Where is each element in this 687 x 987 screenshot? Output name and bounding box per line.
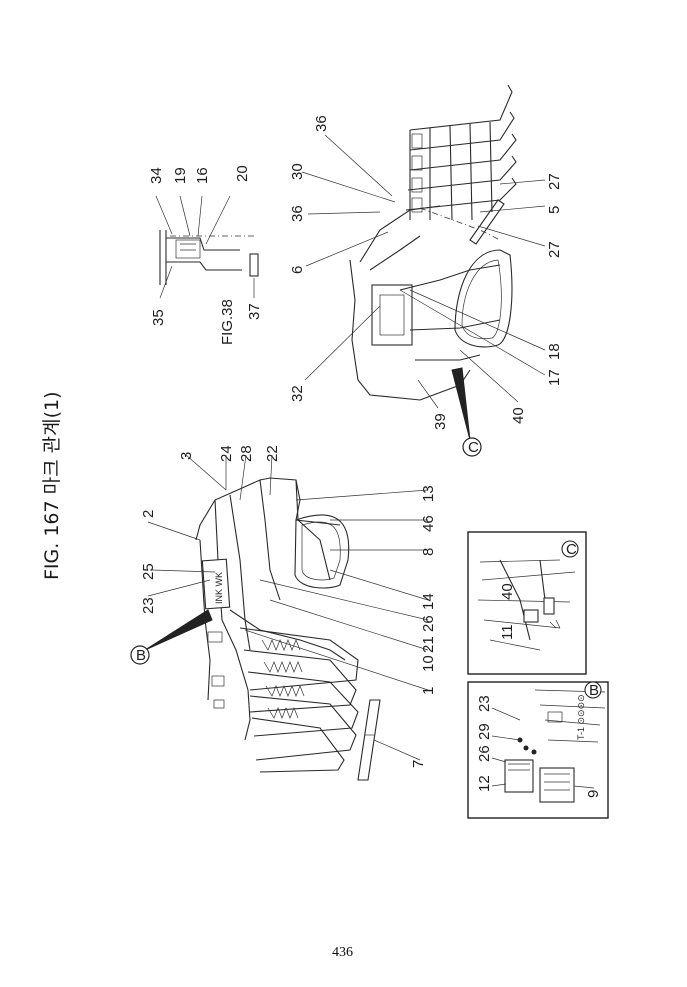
callout-19: 19 [172,167,189,184]
callout-32: 32 [289,385,306,402]
detail-c-callout-40: 40 [499,583,516,600]
detail-c-letter: C [566,541,577,558]
callout-21: 21 [420,636,437,653]
fig38-detail: 34 19 16 20 35 FIG.38 37 [148,165,263,345]
callout-17: 17 [546,369,563,386]
callout-20: 20 [234,165,251,182]
callout-27-top: 27 [546,173,563,190]
callout-13: 13 [420,485,437,502]
callout-39: 39 [432,413,449,430]
callout-36-mid: 36 [289,205,306,222]
right-leader-lines [301,134,546,409]
plate-label: INK WK [214,572,224,604]
detail-c-box: C 40 11 [467,531,587,675]
fig38-caption: FIG.38 [219,299,236,345]
page-number: 436 [332,945,353,960]
callout-26: 26 [420,615,437,632]
detail-c-callout-11: 11 [499,624,516,640]
callout-10: 10 [420,655,437,672]
detail-b-callout-12: 12 [476,775,493,792]
callout-28: 28 [238,445,255,462]
detail-b-callout-9: 9 [585,790,602,798]
callout-7: 7 [410,760,427,768]
callout-2: 2 [140,510,157,518]
detail-b-callout-29: 29 [476,723,493,740]
right-part-labels: 36 30 36 6 27 5 27 18 17 32 39 40 [289,115,563,430]
callout-18: 18 [546,343,563,360]
callout-24: 24 [218,445,235,462]
callout-36-top: 36 [313,115,330,132]
callout-1: 1 [420,687,437,695]
left-leader-lines [147,454,429,761]
callout-40: 40 [510,407,527,424]
callout-27-bottom: 27 [546,241,563,258]
callout-35: 35 [150,309,167,326]
detail-b-callout-23: 23 [476,695,493,712]
callout-46: 46 [420,515,437,532]
marker-b-letter: B [136,647,146,664]
machine-side-view: INK WK B [130,477,381,781]
callout-30: 30 [289,163,306,180]
left-part-labels: 2 25 23 3 24 28 22 13 46 8 14 26 21 10 1… [140,445,437,768]
detail-b-box: T-1 ⊙⊙⊙⊙ B 23 29 26 12 9 [467,681,609,819]
detail-b-callout-26: 26 [476,745,493,762]
callout-16: 16 [194,167,211,184]
callout-22: 22 [264,445,281,462]
callout-37: 37 [246,303,263,320]
figure-title: FIG. 167 마크 관계(1) [41,391,63,580]
callout-3: 3 [178,452,195,460]
callout-6: 6 [289,266,306,274]
callout-5: 5 [546,206,563,214]
callout-23: 23 [140,597,157,614]
callout-25: 25 [140,563,157,580]
marker-c-letter: C [468,439,479,456]
callout-34: 34 [148,167,165,184]
detail-b-plate-text: T-1 ⊙⊙⊙⊙ [576,694,586,740]
detail-b-letter: B [589,682,599,699]
callout-14: 14 [420,593,437,610]
machine-front-view: C [349,84,517,457]
callout-8: 8 [420,548,437,556]
